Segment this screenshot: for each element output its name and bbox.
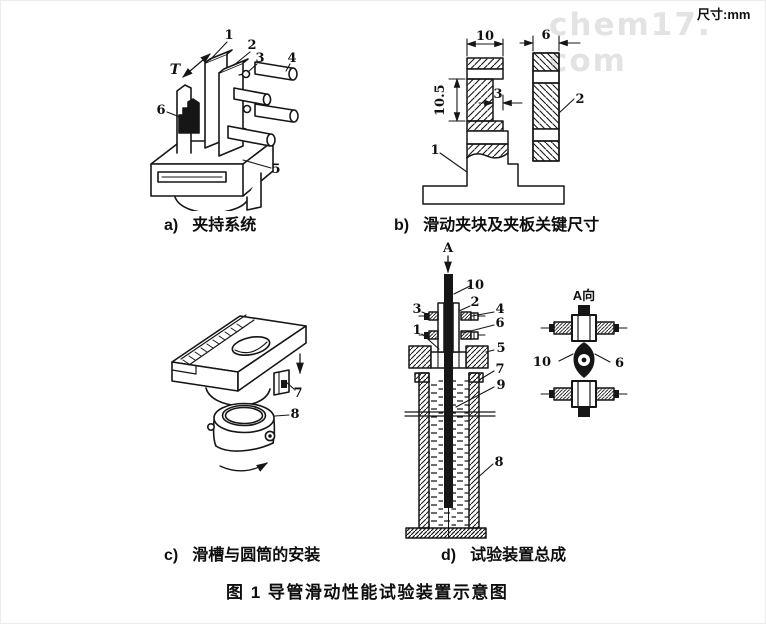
watermark-text: chem17. com [549,7,712,79]
part-label-1: 1 [224,28,233,43]
caption-b-prefix: b) [394,217,410,234]
part-label-9: 9 [496,378,505,393]
part-label-8: 8 [290,407,299,422]
dim-label-10-5: 10.5 [433,84,448,116]
dim-label-3: 3 [493,87,502,102]
part-label-1: 1 [430,143,439,158]
view-arrow-label: A [442,241,454,256]
caption-a: a) 夹持系统 [164,211,256,235]
part-label-7: 7 [495,362,504,377]
part-label-3: 3 [412,302,421,317]
part-label-2: 2 [470,295,479,310]
view-a-label-6: 6 [615,356,624,371]
part-label-5: 5 [271,162,280,177]
part-label-7: 7 [293,386,302,401]
caption-d-title: 试验装置总成 [470,547,567,564]
part-label-10: 10 [466,278,484,293]
main-figure-caption: 图 1 导管滑动性能试验装置示意图 [226,583,509,602]
part-label-6: 6 [495,316,504,331]
caption-b-title: 滑动夹块及夹板关键尺寸 [423,217,600,234]
part-label-2: 2 [575,92,584,107]
dim-label-6: 6 [541,28,550,43]
view-a-title: A向 [573,288,595,303]
figure-c-drawing: 7 8 [171,314,307,472]
view-a-label-10: 10 [533,355,551,370]
caption-d-prefix: d) [441,547,457,564]
caption-b: b) 滑动夹块及夹板关键尺寸 [394,211,599,235]
part-label-8: 8 [494,455,503,470]
figure-b-drawing: 10 6 10.5 3 1 2 [422,28,585,205]
part-label-4: 4 [495,302,504,317]
part-label-T: T [170,62,182,78]
caption-d: d) 试验装置总成 [441,541,566,565]
part-label-5: 5 [496,341,505,356]
caption-c-prefix: c) [164,547,179,564]
caption-c-title: 滑槽与圆筒的安装 [192,547,321,564]
figure-d-drawing: A 10 3 2 4 6 1 5 7 9 8 A向 10 6 [404,241,628,539]
caption-a-title: 夹持系统 [192,217,257,234]
part-label-4: 4 [287,51,296,66]
part-label-3: 3 [255,51,264,66]
figure-a-drawing: T 1 2 3 4 6 5 [150,28,299,211]
caption-c: c) 滑槽与圆筒的安装 [164,541,320,565]
dim-label-10: 10 [476,29,494,44]
part-label-2: 2 [247,38,256,53]
units-label: 尺寸:mm [697,7,751,22]
caption-a-prefix: a) [164,217,179,234]
part-label-6: 6 [156,103,165,118]
part-label-1: 1 [412,323,421,338]
